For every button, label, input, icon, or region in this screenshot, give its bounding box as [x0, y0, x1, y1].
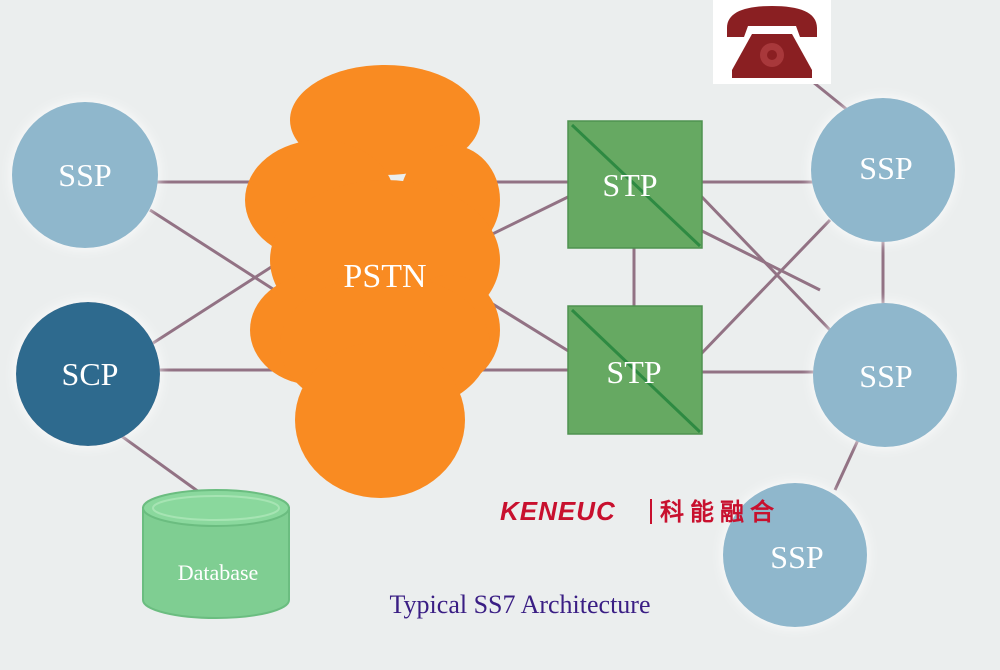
pstn-label: PSTN [343, 258, 426, 295]
telephone-icon [713, 0, 831, 84]
logo-cjk-text: 科能融合 [660, 498, 780, 526]
ssp-right-top-label: SSP [859, 150, 912, 186]
link-stp-bottom-ssp-rt [698, 218, 832, 357]
database-label: Database [178, 560, 259, 585]
ssp-right-top-node[interactable] [811, 98, 955, 242]
stp-top-label: STP [602, 167, 657, 203]
pstn-cloud[interactable] [245, 65, 500, 498]
link-ssp-rm-ssp-rb [833, 439, 860, 491]
ssp-right-middle-label: SSP [859, 358, 912, 394]
ssp-right-middle-node[interactable] [813, 303, 957, 447]
ssp-left-label: SSP [58, 157, 111, 193]
link-scp-database [119, 433, 211, 502]
scp-label: SCP [62, 356, 119, 392]
link-scp-pstn-diag [149, 253, 291, 347]
diagram-title: Typical SS7 Architecture [389, 590, 650, 619]
link-ssp-left-pstn-diag [149, 208, 291, 302]
stp-bottom-label: STP [606, 354, 661, 390]
logo-latin-text: KENEUC [500, 496, 616, 526]
ssp-right-bottom-node[interactable] [723, 483, 867, 627]
links [119, 76, 885, 502]
ssp-left-node[interactable] [12, 102, 158, 248]
stp-top-node[interactable] [567, 120, 703, 249]
scp-node[interactable] [16, 302, 160, 446]
ssp-right-bottom-label: SSP [770, 539, 823, 575]
stp-bottom-node[interactable] [567, 305, 703, 435]
database-node[interactable] [142, 489, 290, 619]
link-stp-top-ssp-rm-2 [699, 228, 821, 292]
keneuc-logo: KENEUC 科能融合 [500, 496, 780, 526]
